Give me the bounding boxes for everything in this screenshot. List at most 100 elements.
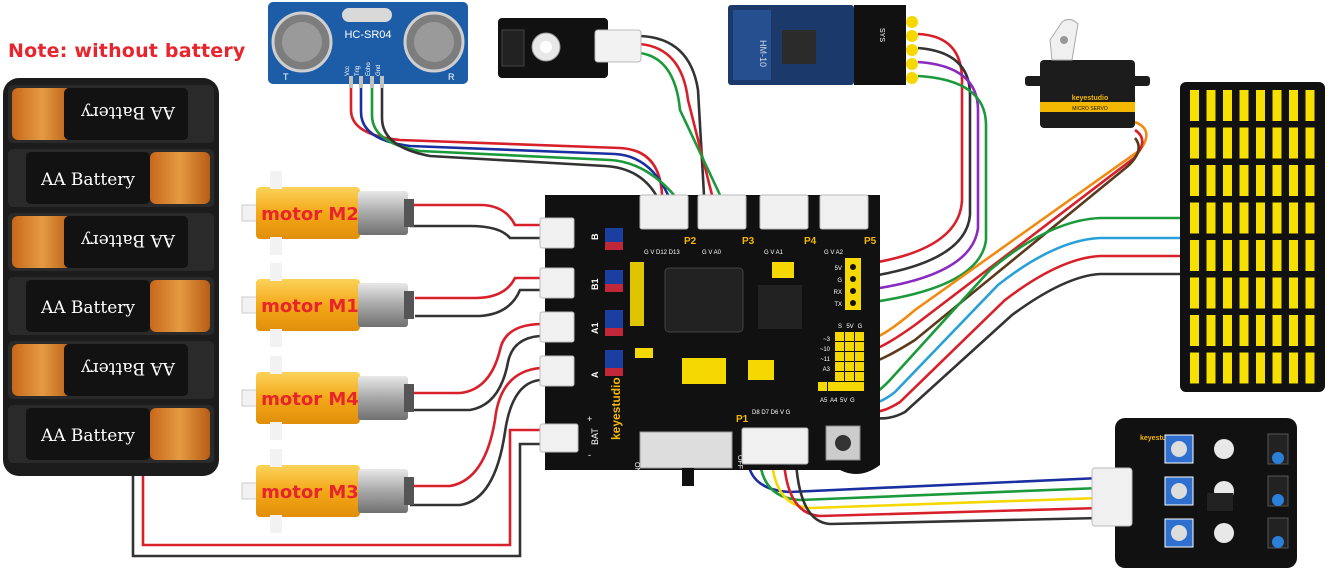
motor-port[interactable]: B [539,217,600,249]
wire-ultrasonic-vcc [349,86,664,196]
tracker-hole [1214,439,1234,459]
motor-port[interactable]: A1 [539,311,600,343]
bt-header-pin [850,288,856,294]
bt-header-label: 5V [835,266,842,272]
led-segment [1256,315,1265,346]
line-tracker-sensors [1164,433,1289,549]
led-segment [1206,315,1216,346]
header-pin [855,352,864,361]
motor-port-connector[interactable] [539,311,575,343]
motor-port[interactable]: A [539,355,600,387]
port-connector[interactable] [639,194,689,230]
port-pins: G V A2 [824,250,844,256]
led-segment [1223,165,1232,196]
wire-p1-yellow [770,461,1101,510]
motor-tab [270,422,282,440]
p1-connector[interactable] [741,427,809,465]
servo-body [1040,60,1135,128]
wire-bat-black [131,442,540,558]
pwm-label: ~11 [820,357,830,363]
led-segment [1239,90,1249,121]
wire-ir-1 [639,34,706,196]
header-pin [845,352,854,361]
header-pin [835,332,844,341]
ultrasonic-pin-echo: Echo [366,62,372,76]
header-pin [848,382,857,391]
motor-shaft [241,389,259,407]
port-connector[interactable] [697,194,747,230]
port-connector[interactable] [759,194,809,230]
header-pin [828,382,837,391]
power-switch[interactable] [639,431,733,469]
i2c-label: 5V [840,398,847,404]
logic-chip [758,285,802,329]
wire-m3-black [410,378,541,507]
led-segment [1305,165,1315,196]
power-switch-lever[interactable] [682,468,694,486]
wire-matrix-4 [875,272,1180,420]
bluetooth-pin [906,58,918,70]
motor: motor M3 [241,449,414,533]
ultrasonic-sensor: HC-SR04 T R Vcc Trig Echo Gnd [268,2,468,88]
port-p4[interactable]: P4G V A1 [759,194,817,256]
wire-ultrasonic-trig [359,86,670,196]
motor-port-connector[interactable] [539,217,575,249]
grid-top-label: 5V [846,324,853,330]
led-segment [1239,202,1249,234]
led-segment [1289,240,1298,271]
motor-tab [270,356,282,374]
motor-port-connector[interactable] [539,267,575,299]
led-segment [1305,277,1315,309]
header-pin [835,352,844,361]
ultrasonic-model: HC-SR04 [344,29,391,41]
wire-m2-red [410,203,540,227]
led-segment [1239,127,1249,159]
bluetooth-pin [906,30,918,42]
led-segment [1206,90,1216,121]
led-segment [1305,352,1315,384]
motor-port-label: B [590,233,600,240]
tracker-channel [1164,433,1289,465]
motor-endcap [404,291,414,319]
motor-port[interactable]: B1 [539,267,600,299]
led-segment [1272,127,1282,159]
led-segment [1256,165,1265,196]
bluetooth-adapter [854,5,906,85]
potentiometer-knob [1171,441,1187,457]
led-segment [1256,352,1265,384]
led-matrix [1180,82,1325,392]
led-segment [1190,277,1199,309]
bt-header-label: G [837,278,842,284]
driver-chip [664,267,744,333]
bat-connector[interactable] [539,423,579,453]
ultrasonic-pin [359,76,363,88]
battery-wrap [26,280,150,332]
pwm-label: A3 [823,367,831,373]
battery-cell: AA Battery [8,213,214,271]
led-segment [1272,352,1282,384]
wire-ultrasonic-gnd [380,86,658,196]
ir-receiver-hole-center [540,41,552,53]
motor-endcap [404,477,414,505]
port-p2[interactable]: P2G V D12 D13 [639,194,697,256]
wire-servo-2 [865,128,1144,354]
port-p5[interactable]: P5G V A2 [819,194,877,256]
servo-motor: keyestudio MICRO SERVO [1025,18,1150,128]
led-segment [1223,90,1232,121]
led-segment [1206,165,1216,196]
header-pin [835,342,844,351]
led-segment [1289,315,1298,346]
ir-receiver-connector [594,29,642,63]
header-pin [855,342,864,351]
capacitor [605,228,623,242]
motor-gearbox [256,187,360,239]
port-p3[interactable]: P3G V A0 [697,194,755,256]
servo-mount [1025,76,1150,86]
motor-port-connector[interactable] [539,355,575,387]
bluetooth-pin [906,44,918,56]
port-connector[interactable] [819,194,869,230]
led-segment [1272,240,1282,271]
